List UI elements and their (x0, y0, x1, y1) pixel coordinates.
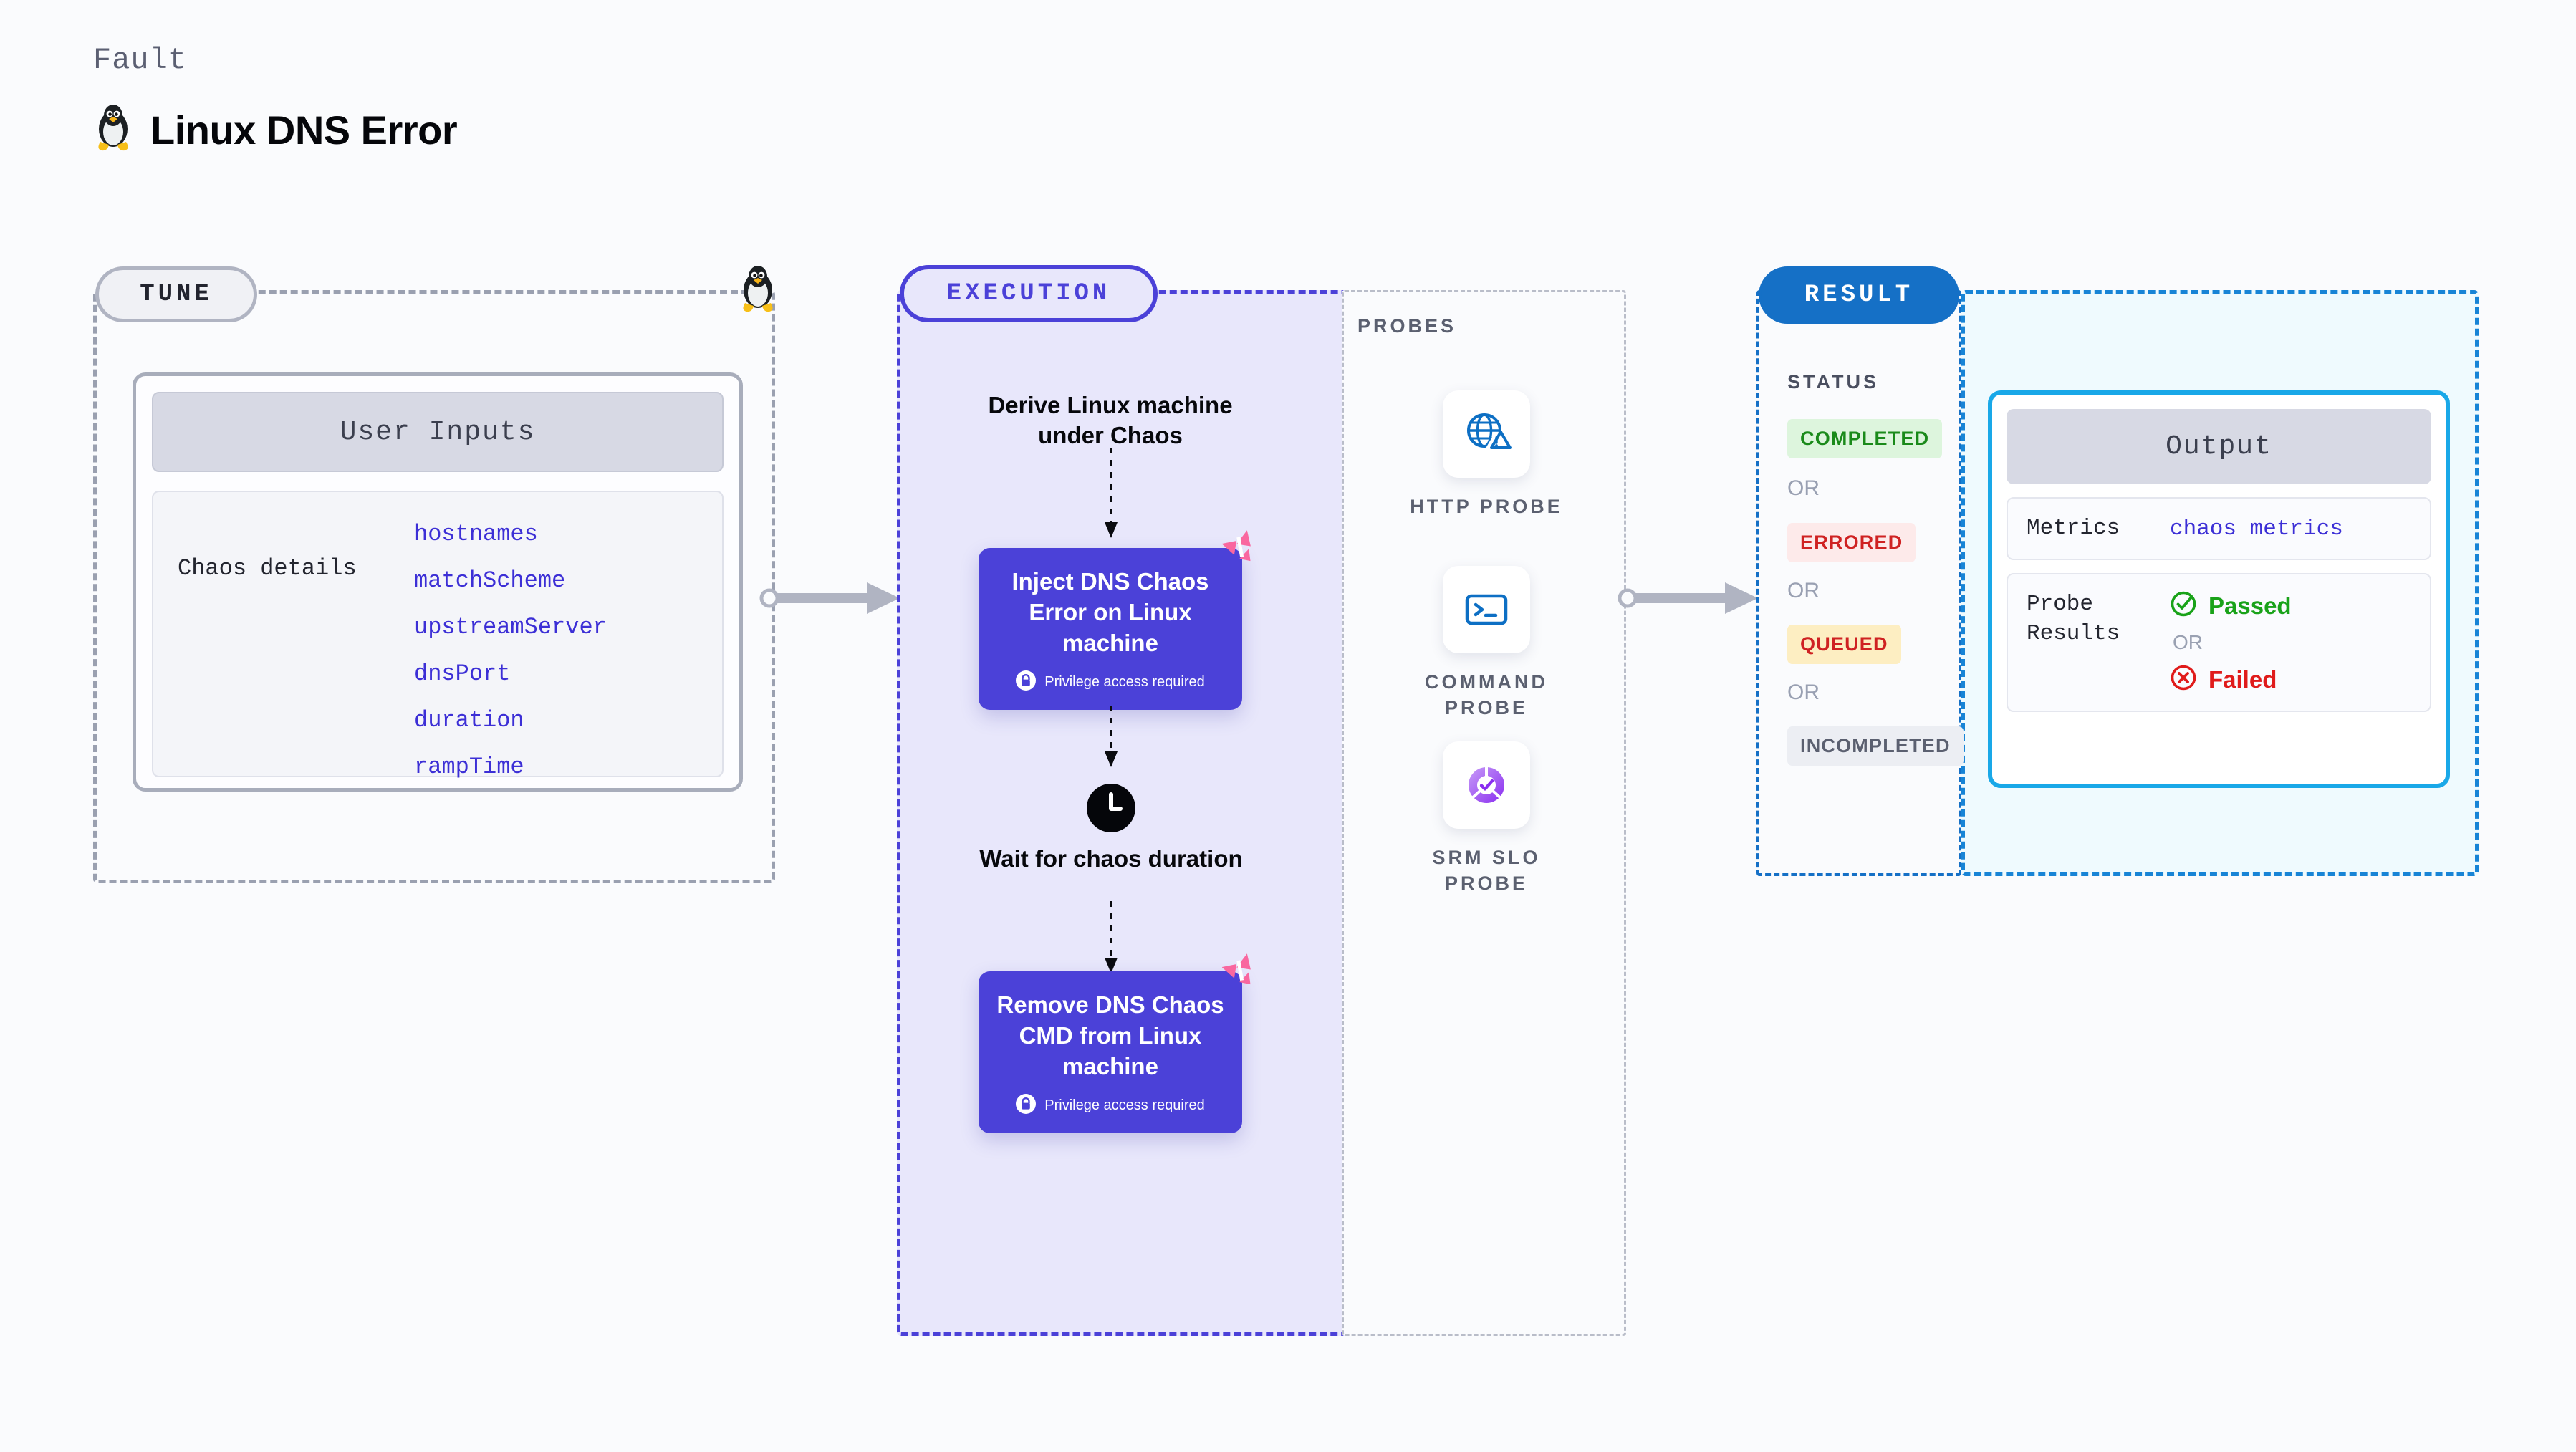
flow-arrow-2 (1097, 706, 1125, 774)
status-section-label: STATUS (1787, 371, 1879, 393)
probe-result-or: OR (2173, 631, 2203, 654)
harness-badge-icon (1221, 953, 1261, 995)
slo-donut-check-icon (1443, 741, 1530, 829)
status-badge-completed: COMPLETED (1787, 419, 1943, 458)
probe-result-passed: Passed (2170, 590, 2292, 621)
output-probe-results-key: Probe Results (2027, 592, 2120, 646)
param-dnsport[interactable]: dnsPort (414, 660, 511, 687)
param-duration[interactable]: duration (414, 707, 524, 734)
fault-title-row: Linux DNS Error (93, 103, 458, 157)
output-card-header: Output (2007, 409, 2431, 484)
execution-pill-label[interactable]: EXECUTION (900, 265, 1158, 322)
status-or-3: OR (1787, 681, 1820, 704)
flow-step-derive-machine: Derive Linux machine under Chaos (988, 392, 1233, 449)
user-inputs-card: User Inputs Chaos details hostnames matc… (133, 372, 743, 792)
param-ramptime[interactable]: rampTime (414, 754, 524, 780)
privilege-note-remove: Privilege access required (1044, 1097, 1205, 1113)
flow-arrow-3 (1097, 901, 1125, 980)
terminal-icon (1443, 566, 1530, 653)
tune-boundary-linux-penguin-icon (738, 264, 778, 319)
probe-command-label: COMMAND PROBE (1425, 671, 1548, 719)
fault-eyebrow: Fault (93, 43, 188, 77)
chaos-details-label: Chaos details (178, 555, 357, 582)
param-matchscheme[interactable]: matchScheme (414, 567, 566, 594)
probe-http-label: HTTP PROBE (1410, 496, 1563, 517)
probe-result-failed: Failed (2170, 664, 2292, 695)
param-upstreamserver[interactable]: upstreamServer (414, 614, 607, 640)
probe-command[interactable]: COMMAND PROBE (1400, 566, 1572, 721)
output-row-probe-results: Probe Results Passed OR (2007, 573, 2431, 713)
user-input-param-list: hostnames matchScheme upstreamServer dns… (414, 514, 607, 780)
status-badge-incompleted: INCOMPLETED (1787, 726, 1964, 766)
output-metrics-value[interactable]: chaos metrics (2170, 516, 2343, 542)
flow-arrow-1 (1097, 448, 1125, 544)
output-row-metrics: Metrics chaos metrics (2007, 497, 2431, 561)
status-or-2: OR (1787, 579, 1820, 602)
lock-icon (1016, 1093, 1037, 1117)
status-badge-errored: ERRORED (1787, 523, 1916, 562)
clock-icon (1087, 784, 1135, 836)
chaos-node-remove-dns-title: Remove DNS Chaos CMD from Linux machine (996, 991, 1224, 1080)
result-pill-label[interactable]: RESULT (1759, 266, 1959, 324)
probe-srm-slo-label: SRM SLO PROBE (1432, 847, 1541, 895)
output-metrics-key: Metrics (2027, 516, 2120, 541)
probe-results-values: Passed OR Failed (2170, 590, 2292, 695)
harness-badge-icon (1221, 529, 1261, 572)
x-circle-icon (2170, 664, 2197, 695)
tune-panel: User Inputs Chaos details hostnames matc… (93, 290, 775, 883)
lock-icon (1016, 670, 1037, 694)
output-card: Output Metrics chaos metrics Probe Resul… (1988, 390, 2450, 788)
chaos-node-inject-dns-title: Inject DNS Chaos Error on Linux machine (1011, 568, 1209, 656)
user-inputs-header: User Inputs (152, 392, 724, 472)
chaos-node-inject-dns[interactable]: Inject DNS Chaos Error on Linux machine … (979, 530, 1251, 710)
check-circle-icon (2170, 590, 2197, 621)
probe-result-passed-label: Passed (2209, 592, 2292, 619)
probe-http[interactable]: HTTP PROBE (1400, 390, 1572, 519)
probes-section-label: PROBES (1357, 315, 1457, 337)
page-title: Linux DNS Error (150, 107, 458, 153)
param-hostnames[interactable]: hostnames (414, 521, 538, 547)
privilege-row-inject: Privilege access required (996, 670, 1225, 694)
status-or-1: OR (1787, 476, 1820, 500)
privilege-note-inject: Privilege access required (1044, 673, 1205, 690)
chaos-node-remove-dns[interactable]: Remove DNS Chaos CMD from Linux machine … (979, 953, 1251, 1133)
linux-penguin-icon (93, 103, 133, 157)
globe-warning-icon (1443, 390, 1530, 478)
flow-step-wait-duration: Wait for chaos duration (979, 845, 1243, 872)
privilege-row-remove: Privilege access required (996, 1093, 1225, 1117)
probe-srm-slo[interactable]: SRM SLO PROBE (1400, 741, 1572, 897)
page-header: Fault Linux DNS Error (93, 43, 458, 157)
status-badge-queued: QUEUED (1787, 625, 1901, 664)
probe-result-failed-label: Failed (2209, 665, 2277, 693)
tune-pill-label[interactable]: TUNE (95, 266, 257, 322)
result-status-panel (1756, 290, 1961, 876)
user-inputs-body: Chaos details hostnames matchScheme upst… (152, 491, 724, 780)
